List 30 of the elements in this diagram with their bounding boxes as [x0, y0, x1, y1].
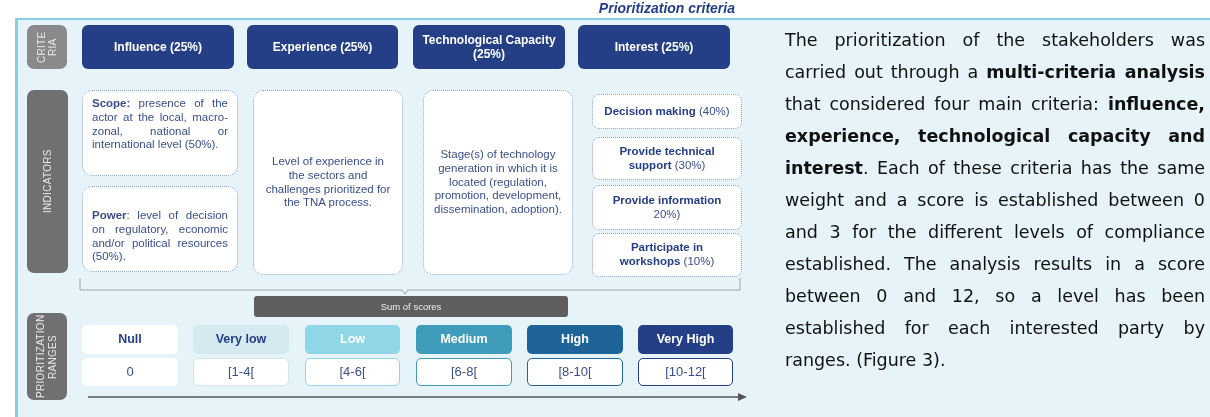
criterion-box: Interest (25%): [578, 25, 730, 69]
indicator-box: Stage(s) of technology generation in which it is located (regulation, promotion, development, dissemination, adoption).: [423, 90, 573, 275]
sum-bar: Sum of scores: [254, 296, 568, 317]
diagram-title: Prioritization criteria: [597, 0, 735, 17]
range-box: Very low: [193, 325, 289, 354]
range-value-box: [1-4[: [193, 358, 289, 386]
range-box: Very High: [638, 325, 733, 354]
range-box: High: [527, 325, 623, 354]
description-paragraph: The prioritization of the stakeholders was carried out through a multi-criteria analysis that considered four main criteria: influence, experience, technological capacity and interest. Each of these criteria has the same weight and a score is established between 0 and 3 for the different levels of compliance established. The analysis results in a score between 0 and 12, so a level has been established for each interested party by ranges. (Figure 3).: [785, 29, 1205, 372]
indicator-box: Level of experience in the sectors and challenges prioritized for the TNA process.: [253, 90, 403, 275]
range-value-box: [8-10[: [527, 358, 623, 386]
criterion-box: Experience (25%): [247, 25, 398, 69]
range-value-box: 0: [82, 358, 178, 386]
indicator-box: Power: level of decision on regulatory, economic and/or political resources (50%).: [82, 186, 238, 272]
indicator-box: Decision making (40%): [592, 94, 742, 129]
range-value-box: [4-6[: [305, 358, 400, 386]
range-box: Null: [82, 325, 178, 354]
indicator-box: Scope: presence of the actor at the local, macro-zonal, national or international level (50%).: [82, 90, 238, 176]
range-box: Low: [305, 325, 400, 354]
indicator-box: Participate in workshops (10%): [592, 233, 742, 277]
range-box: Medium: [416, 325, 512, 354]
range-value-box: [10-12[: [638, 358, 733, 386]
row-label: CRITE RIA: [27, 25, 67, 69]
row-label: PRIORITIZATION RANGES: [27, 313, 67, 400]
range-value-box: [6-8[: [416, 358, 512, 386]
indicator-box: Provide technical support (30%): [592, 137, 742, 180]
row-label: INDICATORS: [27, 90, 68, 273]
criterion-box: Influence (25%): [82, 25, 234, 69]
criterion-box: Technological Capacity (25%): [413, 25, 565, 69]
indicator-box: Provide information 20%): [592, 185, 742, 230]
